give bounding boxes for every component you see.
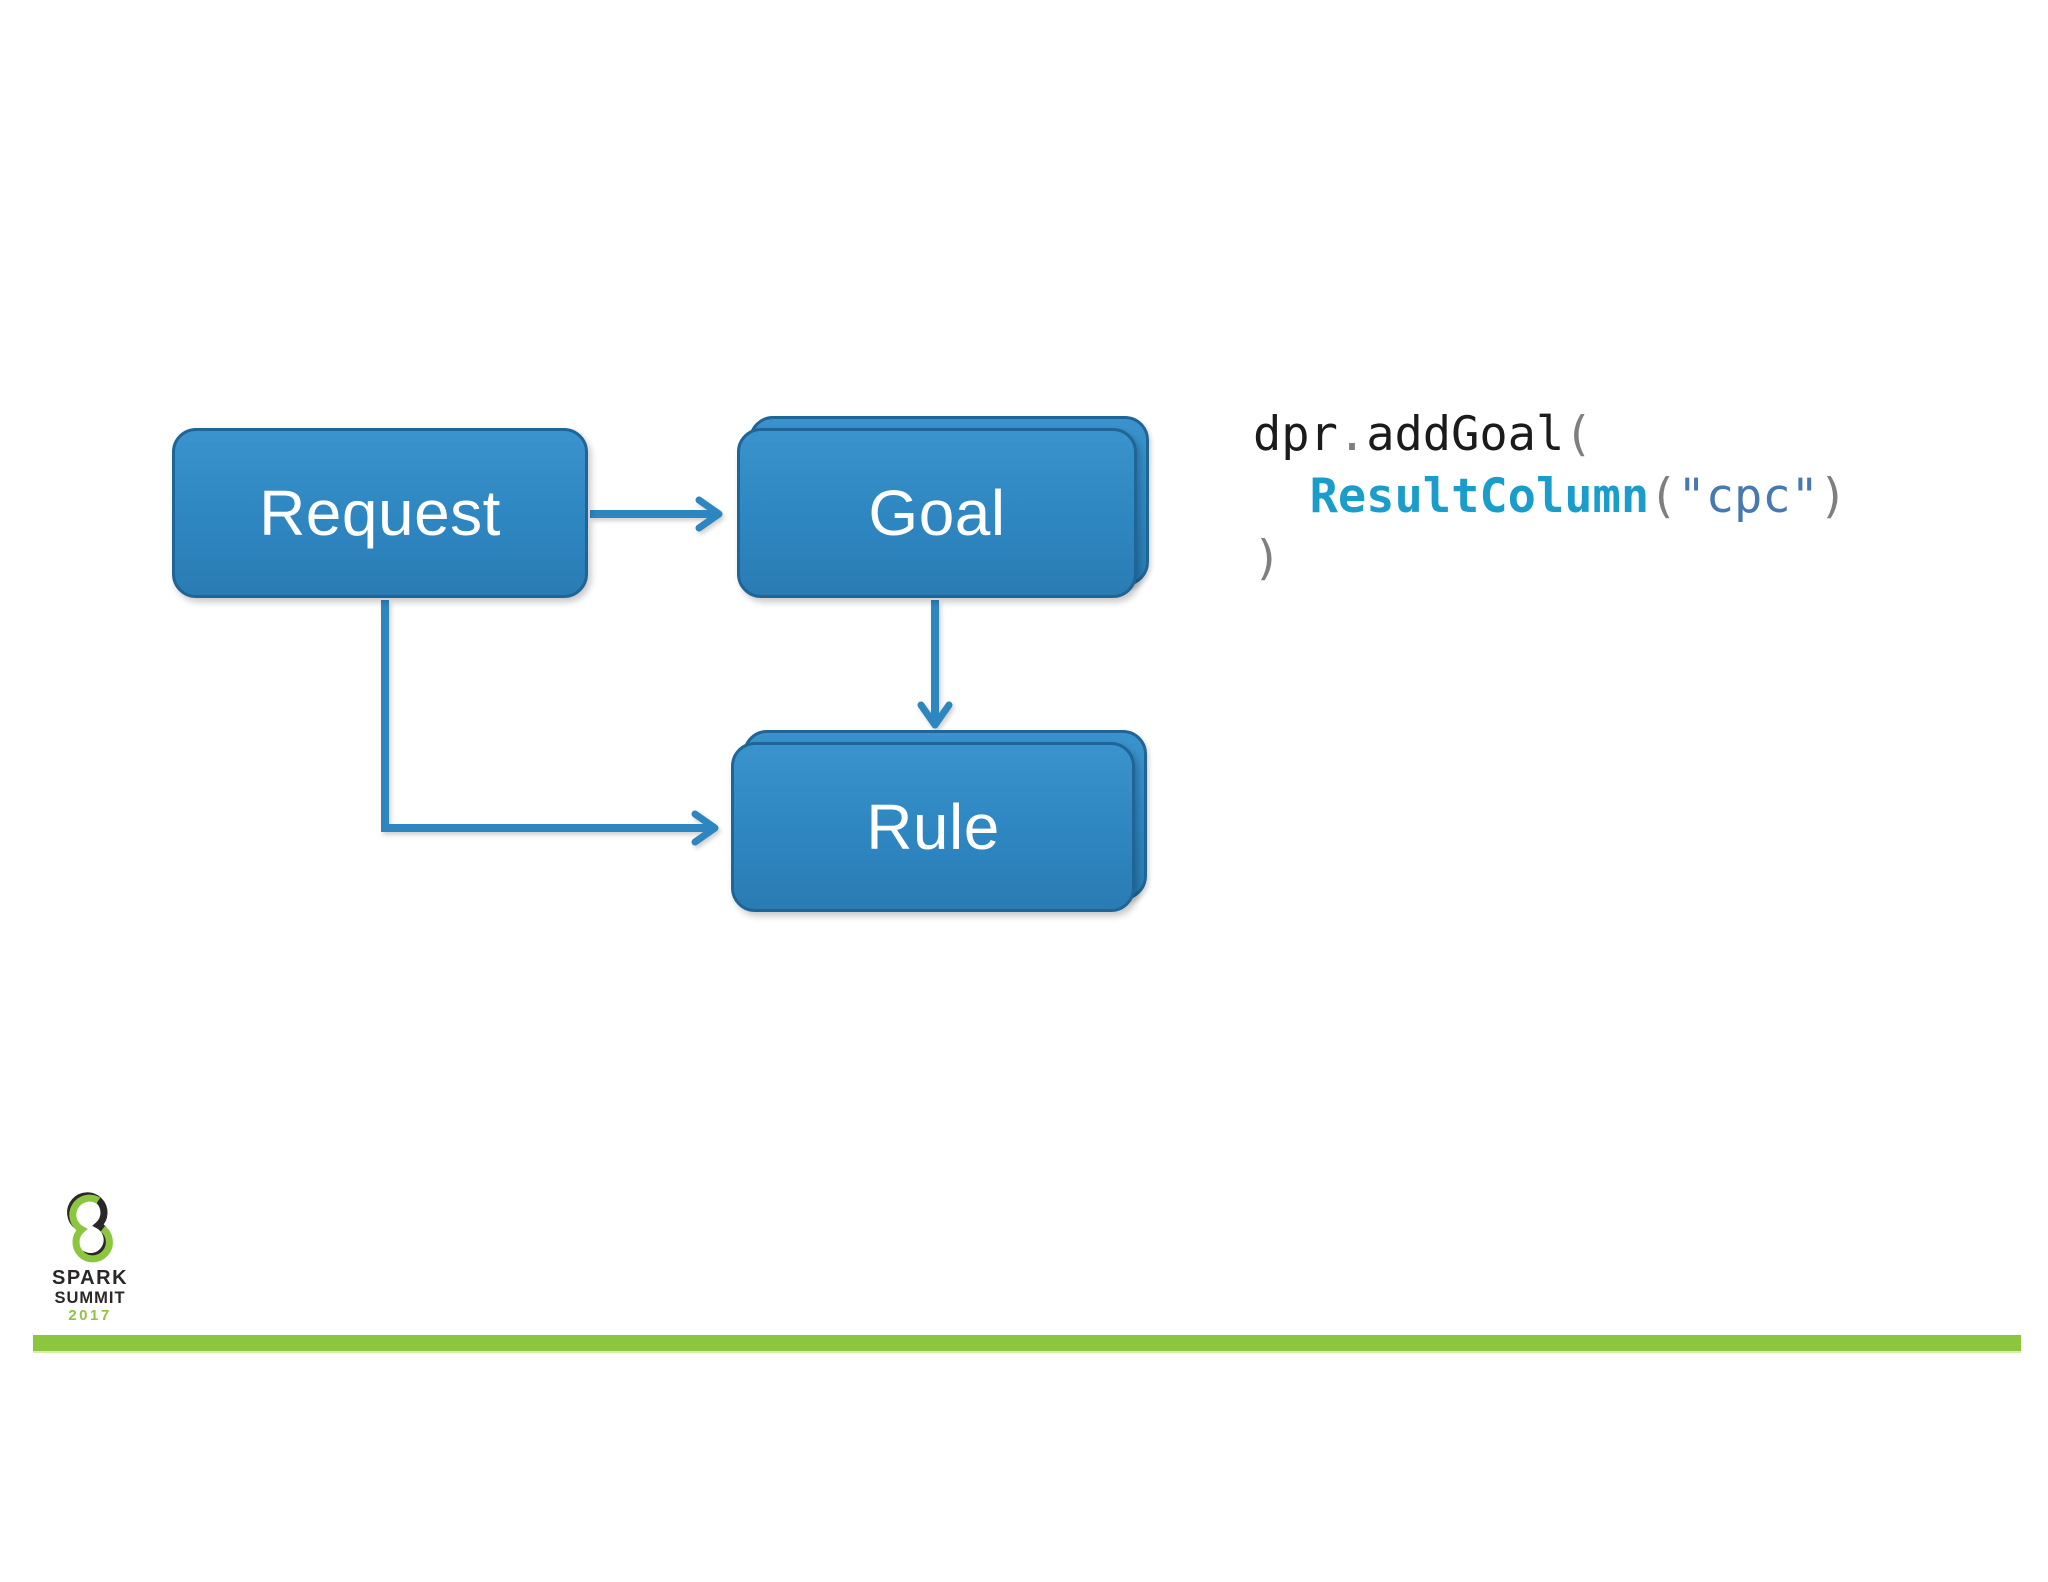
request-node-label: Request bbox=[259, 477, 501, 549]
code-snippet: dpr.addGoal( ResultColumn("cpc") ) bbox=[1253, 404, 1847, 590]
code-open-paren-2: ( bbox=[1649, 469, 1678, 524]
code-line-3: ) bbox=[1253, 531, 1281, 586]
code-close-paren-2: ) bbox=[1818, 469, 1848, 524]
logo-title: SPARK bbox=[51, 1267, 129, 1289]
spark-summit-logo: SPARK SUMMIT 2017 bbox=[44, 1192, 136, 1324]
code-string-arg: "cpc" bbox=[1677, 469, 1819, 524]
code-line-2: ResultColumn("cpc") bbox=[1253, 469, 1848, 524]
rule-node-label: Rule bbox=[866, 791, 1000, 863]
goal-node-label: Goal bbox=[868, 477, 1006, 549]
logo-subtitle: SUMMIT bbox=[54, 1289, 126, 1307]
spark-s-icon bbox=[67, 1192, 113, 1263]
logo-year: 2017 bbox=[68, 1307, 112, 1324]
code-object: dpr bbox=[1253, 407, 1338, 462]
edge-request-to-rule bbox=[381, 600, 719, 846]
request-node: Request bbox=[172, 428, 588, 598]
code-close-paren: ) bbox=[1253, 531, 1282, 586]
code-dot: . bbox=[1337, 407, 1367, 462]
code-open-paren: ( bbox=[1564, 407, 1593, 462]
rule-node: Rule bbox=[731, 742, 1135, 912]
code-method: addGoal bbox=[1366, 407, 1565, 462]
goal-node: Goal bbox=[737, 428, 1137, 598]
footer-accent-bar bbox=[33, 1335, 2021, 1353]
code-line-1: dpr.addGoal( bbox=[1253, 407, 1593, 462]
code-type-name: ResultColumn bbox=[1309, 469, 1650, 524]
code-indent bbox=[1253, 469, 1310, 524]
